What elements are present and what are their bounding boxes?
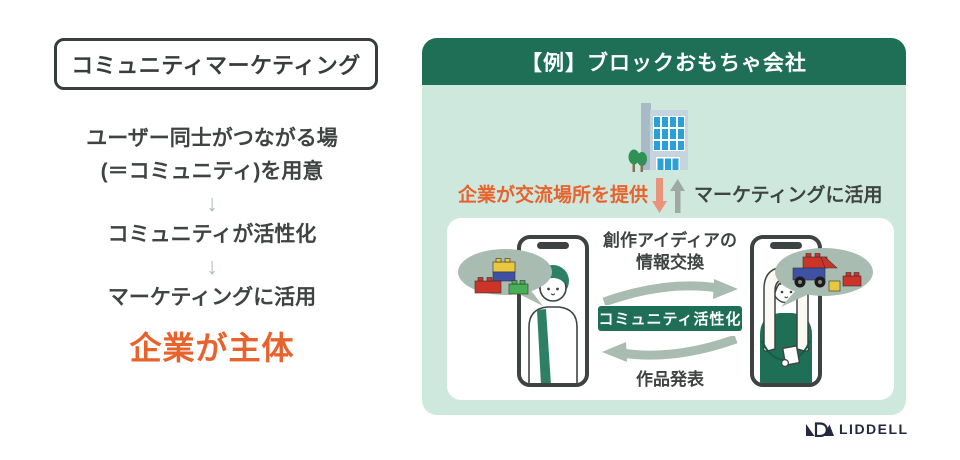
brand-name: LIDDELL	[839, 421, 909, 437]
speech-bubble-lego-stack-icon	[458, 249, 552, 306]
flow-step-2: コミュニティが活性化	[107, 223, 317, 246]
example-card: 【例】ブロックおもちゃ会社 企業が交流場所を提供 マーケティングに活用	[422, 38, 906, 415]
exchange-label: 創作アイディアの 情報交換	[570, 230, 770, 274]
activation-badge-label: コミュニティ活性化	[598, 311, 742, 328]
activation-badge: コミュニティ活性化	[598, 306, 742, 331]
office-building-icon	[628, 103, 688, 172]
flow-step-1-line-2: (＝コミュニティ)を用意	[100, 160, 324, 183]
example-card-title: 【例】ブロックおもちゃ会社	[521, 51, 807, 75]
curved-arrow-left-icon	[602, 336, 738, 362]
provide-label: 企業が交流場所を提供	[457, 185, 648, 206]
flow-step-1-line-1: ユーザー同士がつながる場	[86, 127, 338, 150]
flow-step-1: ユーザー同士がつながる場 (＝コミュニティ)を用意	[40, 122, 384, 188]
down-arrow-icon	[652, 178, 667, 213]
flow-step-3: マーケティングに活用	[107, 286, 317, 309]
up-arrow-icon	[670, 179, 685, 213]
boy-avatar	[528, 265, 578, 383]
interaction-panel: 創作アイディアの 情報交換 コミュニティ活性化 作品発表	[447, 218, 894, 400]
flow-diagram: ユーザー同士がつながる場 (＝コミュニティ)を用意 ↓ コミュニティが活性化 ↓…	[40, 122, 384, 370]
example-card-header: 【例】ブロックおもちゃ会社	[422, 38, 906, 85]
concept-title: コミュニティマーケティング	[71, 53, 361, 78]
phone-right	[750, 235, 822, 387]
curved-arrow-right-icon	[602, 279, 738, 305]
highlight-text: 企業が主体	[129, 330, 295, 366]
liddell-logo-mark-icon	[806, 422, 834, 437]
exchange-label-line-2: 情報交換	[636, 253, 704, 272]
publish-label: 作品発表	[636, 370, 704, 389]
down-arrow-icon: ↓	[206, 253, 218, 279]
exchange-label-line-1: 創作アイディアの	[603, 231, 737, 250]
brand-logo: LIDDELL	[806, 420, 909, 438]
utilize-label: マーケティングに活用	[694, 185, 883, 206]
phone-left	[517, 235, 589, 387]
down-arrow-icon: ↓	[206, 190, 218, 216]
speech-bubble-lego-car-icon	[775, 248, 873, 307]
concept-title-box: コミュニティマーケティング	[54, 38, 378, 90]
phone-notch	[537, 242, 569, 249]
phone-notch	[770, 242, 802, 249]
